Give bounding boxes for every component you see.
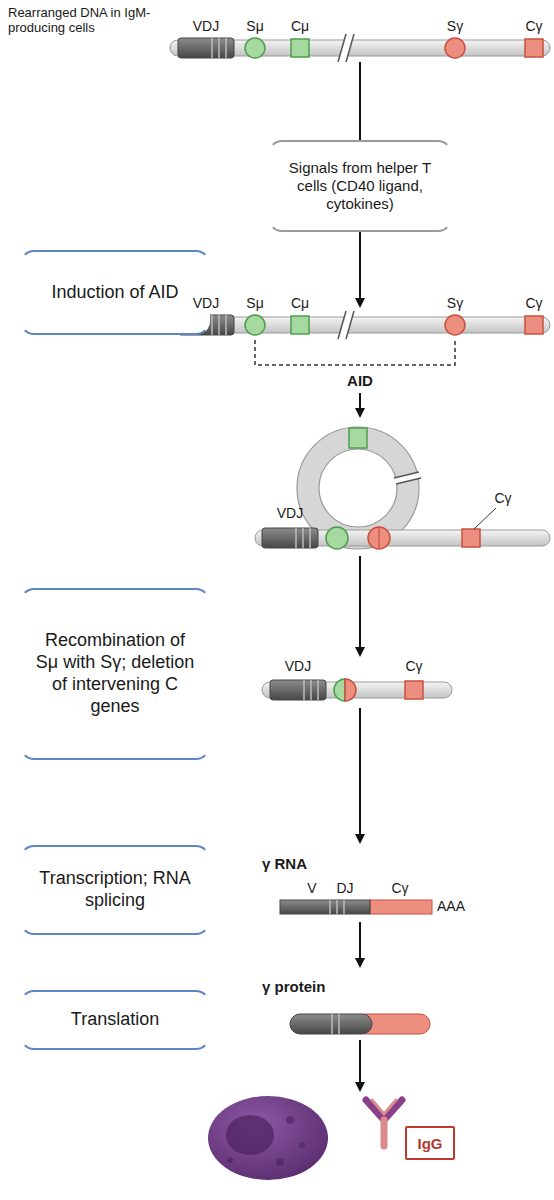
dna-strand <box>170 311 550 339</box>
antibody-symbol <box>366 1100 402 1146</box>
node-text: Recombination of Sμ with Sγ; deletion of… <box>32 630 198 718</box>
gene-label: Cμ <box>291 18 309 34</box>
stage-caption: Rearranged DNA in IgM-producing cells <box>8 6 168 36</box>
gene-label: VDJ <box>193 18 219 34</box>
gene-label: VDJ <box>285 658 311 674</box>
gene-label: VDJ <box>277 505 303 521</box>
flow-arrow <box>359 708 361 842</box>
node-text: Transcription; RNA splicing <box>32 868 198 912</box>
step-label: Translation <box>20 990 210 1050</box>
node-text: Signals from helper T cells (CD40 ligand… <box>278 159 442 213</box>
heavy-chain-protein <box>290 1014 430 1034</box>
gene-label: Cγ <box>525 295 542 311</box>
node-text: Translation <box>71 1009 159 1031</box>
flow-arrow <box>359 1040 361 1090</box>
gene-label: Cγ <box>525 18 542 34</box>
flow-arrow <box>359 393 361 416</box>
recombination-bracket <box>255 340 455 365</box>
step-label: Recombination of Sμ with Sγ; deletion of… <box>20 588 210 760</box>
segment-label: V <box>307 880 316 896</box>
excised-loop <box>255 427 550 549</box>
step-label: Induction of AID <box>20 250 210 335</box>
gene-label: Sγ <box>447 18 463 34</box>
polya-label: AAA <box>437 898 465 914</box>
dna-strand <box>170 34 550 62</box>
gene-label: Sγ <box>447 295 463 311</box>
switched-dna <box>262 679 452 701</box>
enzyme-label: AID <box>347 372 373 389</box>
product-label: γ RNA <box>262 855 307 872</box>
gene-label: Cγ <box>405 658 422 674</box>
gene-label: Sμ <box>246 18 263 34</box>
gene-label: Sμ <box>246 295 263 311</box>
flow-arrow <box>359 556 361 655</box>
plasma-cell <box>208 1096 328 1180</box>
gene-label: Cμ <box>291 295 309 311</box>
node-text: Induction of AID <box>51 282 178 304</box>
node-text: IgG <box>418 1135 443 1152</box>
isotype-box: IgG <box>405 1126 455 1160</box>
gene-label: Cγ <box>494 490 511 506</box>
product-label: γ protein <box>262 978 325 995</box>
rna-transcript <box>280 900 432 914</box>
segment-label: DJ <box>336 880 353 896</box>
step-label: Transcription; RNA splicing <box>20 845 210 935</box>
signal-box: Signals from helper T cells (CD40 ligand… <box>268 140 452 232</box>
gene-label: VDJ <box>193 295 219 311</box>
flow-arrow <box>359 922 361 966</box>
segment-label: Cγ <box>391 880 408 896</box>
